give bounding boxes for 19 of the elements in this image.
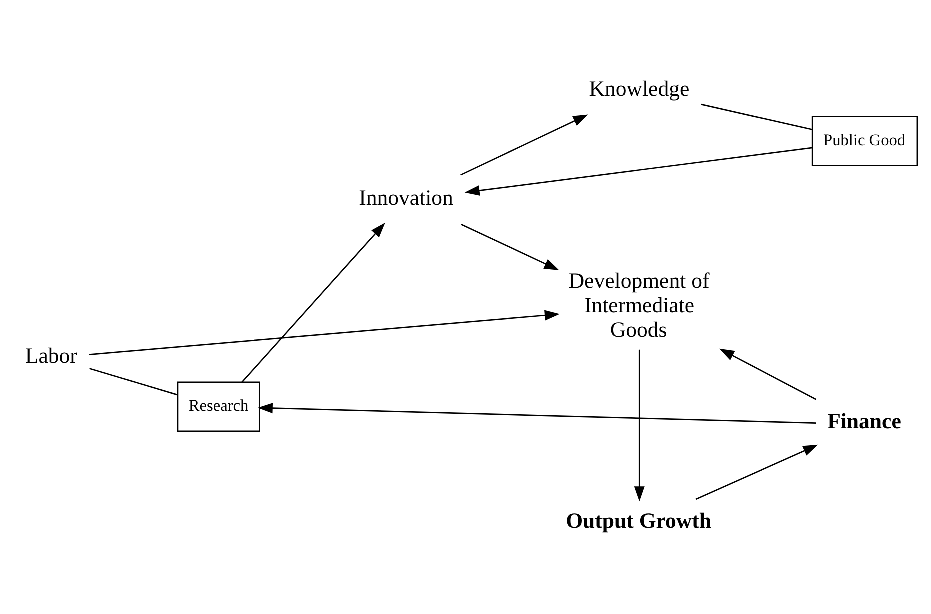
node-text: Knowledge	[588, 76, 690, 101]
arrow	[695, 444, 818, 500]
arrow	[241, 222, 385, 382]
node-box: Research	[176, 381, 260, 432]
arrow	[88, 310, 560, 355]
node-box: Public Good	[811, 116, 918, 166]
arrow	[460, 223, 559, 270]
connector	[89, 368, 178, 396]
node-text: Output Growth	[566, 508, 712, 532]
arrow	[719, 348, 816, 400]
node-text: Innovation	[358, 186, 453, 210]
arrow	[460, 114, 588, 176]
arrow	[634, 349, 644, 502]
node-text: Development of Intermediate Goods	[568, 268, 710, 342]
arrow	[257, 402, 816, 424]
node-text: Finance	[827, 408, 901, 433]
arrow	[464, 146, 812, 196]
connector	[700, 103, 812, 130]
node-text: Labor	[24, 344, 77, 368]
